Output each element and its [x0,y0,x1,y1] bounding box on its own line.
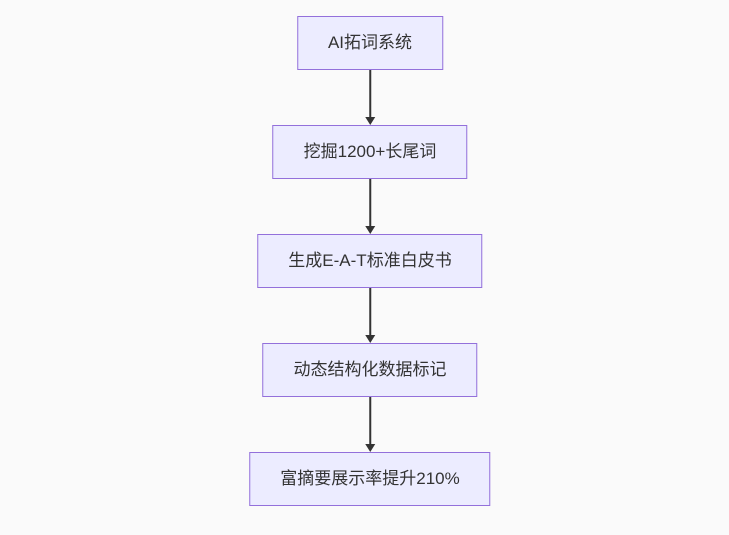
flow-node-eat-whitepaper: 生成E-A-T标准白皮书 [257,234,483,288]
edge-connector [364,288,375,343]
arrow-down-icon [364,444,375,452]
edge-line [368,288,371,335]
flow-node-label: 动态结构化数据标记 [293,360,447,379]
flow-node-longtail-keywords: 挖掘1200+长尾词 [272,125,468,179]
flow-node-label: 生成E-A-T标准白皮书 [288,251,452,270]
arrow-down-icon [364,335,375,343]
flow-node-structured-data-markup: 动态结构化数据标记 [262,343,478,397]
flowchart: AI拓词系统 挖掘1200+长尾词 生成E-A-T标准白皮书 动态结构化数据标记… [249,16,491,506]
flow-node-rich-snippet-rate: 富摘要展示率提升210% [249,452,491,506]
flow-node-ai-word-expansion: AI拓词系统 [296,16,444,70]
arrow-down-icon [364,117,375,125]
flow-node-label: AI拓词系统 [327,33,413,52]
edge-line [368,70,371,117]
edge-connector [364,179,375,234]
edge-connector [364,397,375,452]
edge-line [368,397,371,444]
edge-connector [364,70,375,125]
arrow-down-icon [364,226,375,234]
flow-node-label: 挖掘1200+长尾词 [303,142,437,161]
edge-line [368,179,371,226]
flow-node-label: 富摘要展示率提升210% [280,469,460,488]
